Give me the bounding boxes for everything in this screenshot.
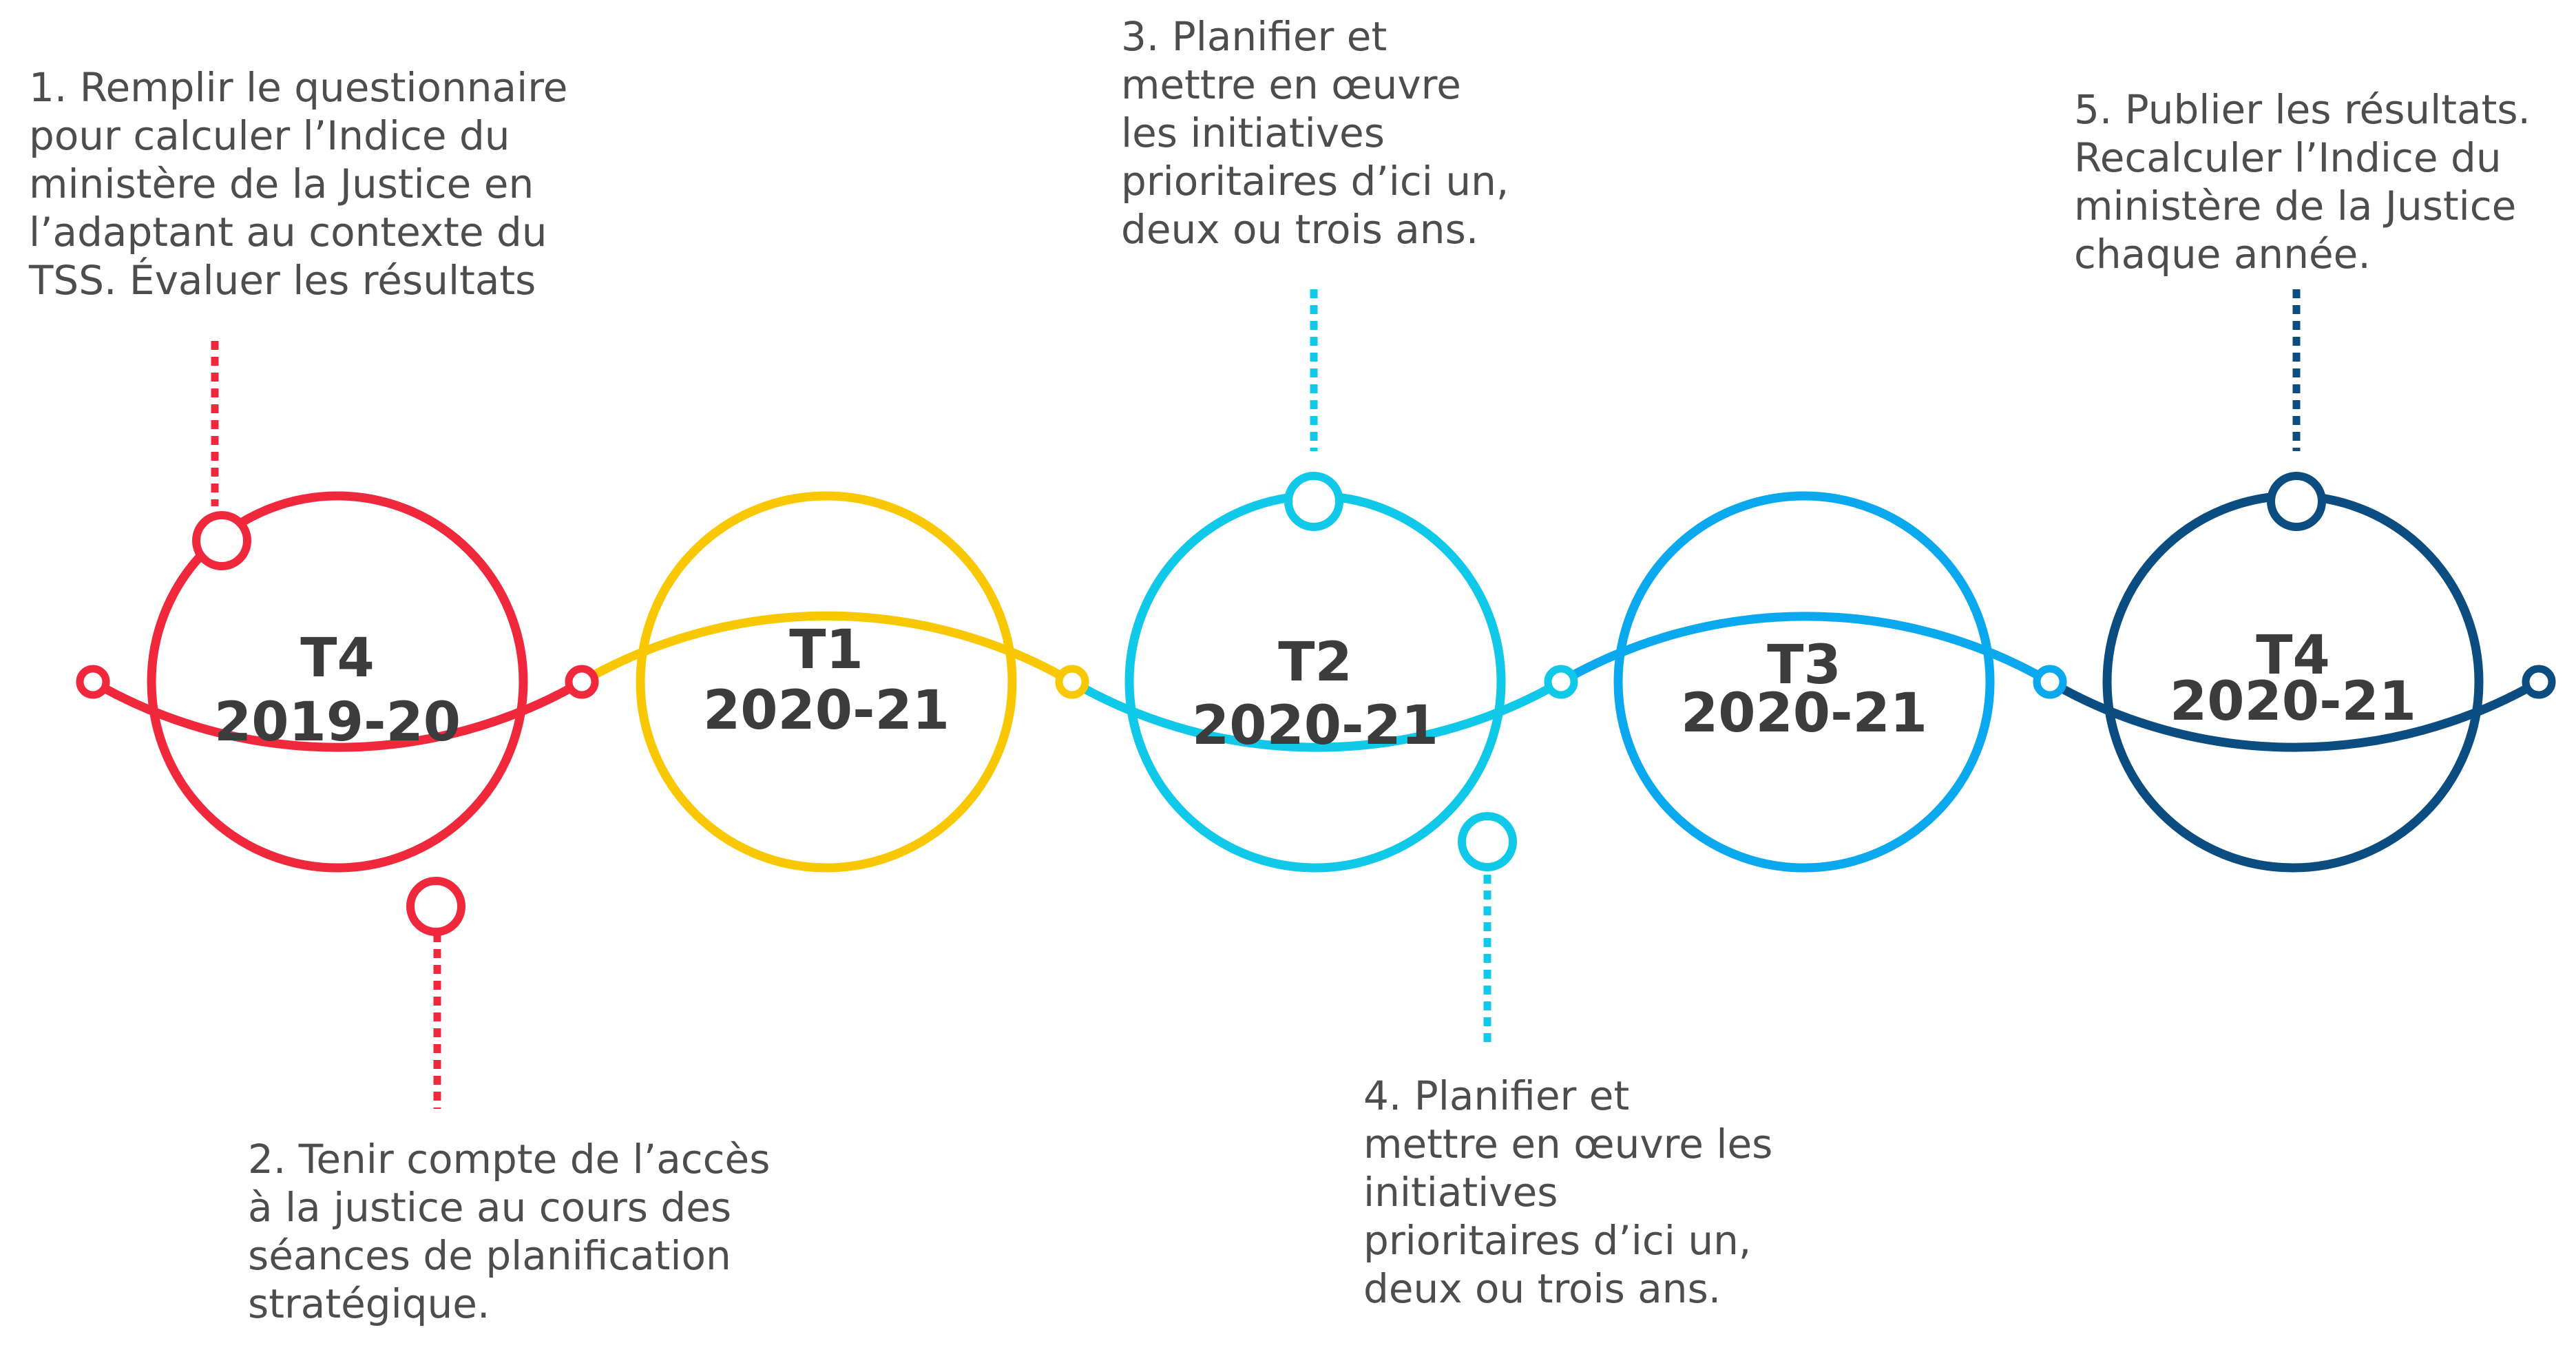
stage-circle-4 xyxy=(1613,491,1995,873)
stage-circle-2 xyxy=(636,491,1017,873)
step-marker-3 xyxy=(1284,472,1343,531)
arc-stage-1 xyxy=(88,677,587,752)
stage-year-2: 2020-21 xyxy=(703,680,950,742)
step-note-5: 5. Publier les résultats. Recalculer l’I… xyxy=(2074,86,2531,278)
stage-quarter-4: T3 xyxy=(1767,634,1841,696)
junction-dot-5 xyxy=(2033,665,2067,699)
step-marker-5 xyxy=(2267,472,2326,531)
step-note-2: 2. Tenir compte de l’accès à la justice … xyxy=(248,1136,771,1327)
junction-dot-1 xyxy=(76,665,110,699)
stage-year-1: 2019-20 xyxy=(214,691,461,753)
junction-dot-3 xyxy=(1055,665,1089,699)
stage-circle-1 xyxy=(147,491,528,873)
step-note-3: 3. Planifier et mettre en œuvre les init… xyxy=(1121,13,1509,253)
step-marker-1 xyxy=(192,511,251,570)
stage-quarter-2: T1 xyxy=(789,619,863,681)
step-marker-4 xyxy=(1458,812,1517,871)
stage-year-5: 2020-21 xyxy=(2170,671,2416,733)
stage-quarter-1: T4 xyxy=(300,627,374,689)
stage-year-3: 2020-21 xyxy=(1192,695,1438,757)
arc-stage-4 xyxy=(1556,612,2055,687)
step-note-4: 4. Planifier et mettre en œuvre les init… xyxy=(1363,1072,1773,1312)
arc-stage-3 xyxy=(1067,677,1566,752)
stage-year-4: 2020-21 xyxy=(1681,683,1927,745)
junction-dot-6 xyxy=(2522,665,2556,699)
arc-stage-2 xyxy=(577,611,1077,687)
junction-dot-4 xyxy=(1544,665,1578,699)
step-note-1: 1. Remplir le questionnaire pour calcule… xyxy=(29,64,568,304)
step-marker-2 xyxy=(406,877,465,936)
junction-dot-2 xyxy=(565,665,599,699)
stage-quarter-3: T2 xyxy=(1278,632,1352,694)
stage-quarter-5: T4 xyxy=(2256,625,2329,687)
arc-stage-5 xyxy=(2045,677,2544,752)
